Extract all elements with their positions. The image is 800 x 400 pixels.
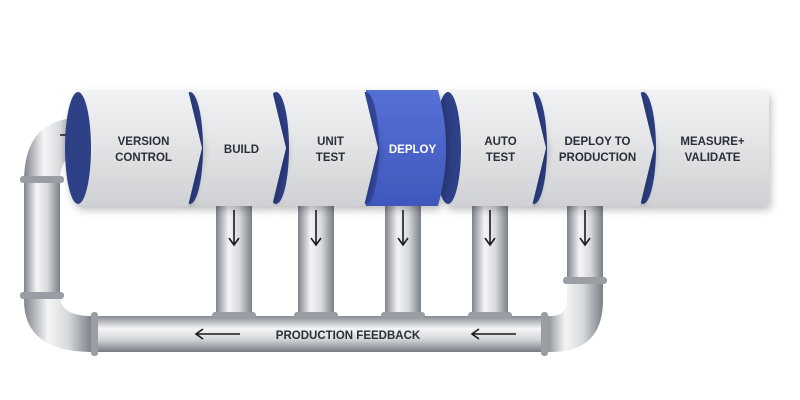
- arrow-left-icon: [470, 328, 516, 340]
- stage-label: VERSION: [118, 136, 170, 148]
- pipe-collar: [294, 312, 338, 318]
- stage-body: [366, 90, 446, 206]
- pipe-collar: [91, 312, 98, 356]
- stage-label: PRODUCTION: [559, 152, 636, 164]
- pipe-collar: [381, 312, 425, 318]
- flow-arrows: [60, 129, 591, 340]
- stage-label: DEPLOY TO: [564, 136, 630, 148]
- stage-label: DEPLOY: [389, 144, 437, 156]
- stages: MEASURE+ VALIDATE DEPLOY TO PRODUCTION AUTO T…: [65, 90, 769, 206]
- stage-auto-test: AUTO TEST: [435, 90, 546, 206]
- stage-label: AUTO: [484, 136, 516, 148]
- stage-body: [190, 90, 286, 206]
- pipe-collar: [563, 277, 607, 284]
- stage-label: CONTROL: [115, 152, 172, 164]
- arrow-down-icon: [310, 210, 322, 247]
- arrow-left-icon: [194, 328, 240, 340]
- stage-pipe-opening: [65, 92, 91, 204]
- stage-label: TEST: [316, 152, 345, 164]
- pipe-collar: [468, 312, 512, 318]
- stage-body: [448, 90, 546, 206]
- stage-label: UNIT: [317, 136, 344, 148]
- stage-body: [643, 90, 769, 206]
- pipe-collar: [541, 312, 548, 356]
- arrow-down-icon: [579, 210, 591, 247]
- stage-body: [276, 90, 378, 206]
- pipe-collar: [212, 312, 256, 318]
- arrow-down-icon: [484, 210, 496, 247]
- left-bottom-elbow-pipe: [24, 296, 92, 352]
- left-riser-pipe: [24, 178, 60, 298]
- arrow-down-icon: [397, 210, 409, 247]
- stage-version-control: VERSION CONTROL: [65, 90, 202, 206]
- stage-body: [78, 90, 202, 206]
- stage-label: MEASURE+: [680, 136, 745, 148]
- stage-label: TEST: [486, 152, 515, 164]
- stage-label: BUILD: [224, 144, 259, 156]
- feedback-label: PRODUCTION FEEDBACK: [276, 330, 421, 342]
- stage-label: VALIDATE: [685, 152, 741, 164]
- right-elbow-pipe: [545, 282, 603, 352]
- arrow-down-icon: [228, 210, 240, 247]
- stage-body: [534, 90, 654, 206]
- pipe-collar: [20, 292, 64, 299]
- pipe-collar: [20, 176, 64, 183]
